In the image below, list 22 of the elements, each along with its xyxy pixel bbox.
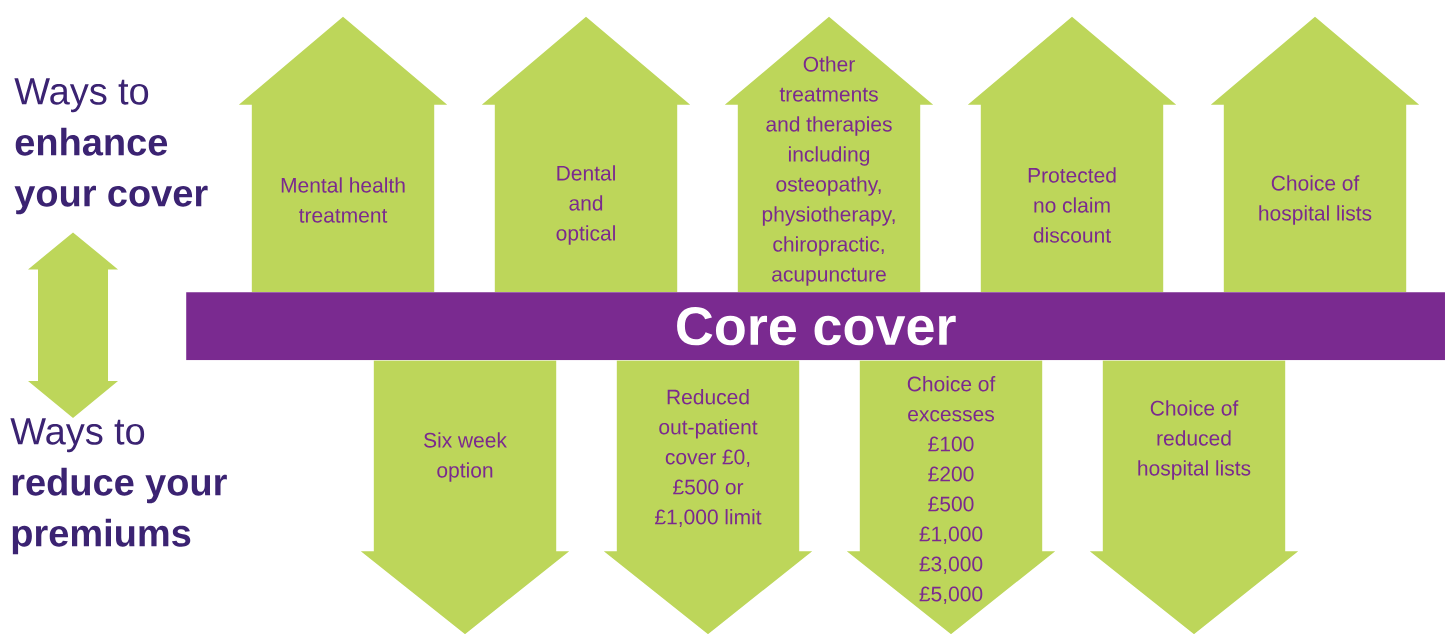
up-arrow <box>481 16 691 292</box>
up-arrow <box>1210 16 1420 292</box>
up-arrow <box>967 16 1177 292</box>
arrow-label: Other treatments and therapies including osteopathy, physiotherapy, chiropractic, acupuncture <box>762 56 895 286</box>
heading-text: Ways to reduce your premiums <box>10 418 227 555</box>
arrow-label: Choice of hospital lists <box>1259 175 1372 225</box>
heading-text: Ways to enhance your cover <box>14 78 208 215</box>
arrow-label: Reduced out-patient cover £0, £500 or £1,000 limit <box>655 389 762 527</box>
arrow-label: Protected no claim discount <box>1028 167 1116 243</box>
arrow-label: Choice of reduced hospital lists <box>1138 400 1251 480</box>
arrow-label: Six week option <box>424 432 507 482</box>
down-arrow <box>360 360 570 634</box>
down-arrow <box>846 360 1056 634</box>
double-arrow <box>28 232 118 418</box>
arrow-label: Dental and optical <box>556 165 615 245</box>
arrow-label: Mental health treatment <box>281 177 405 223</box>
up-arrow <box>238 16 448 292</box>
up-arrow <box>724 16 934 292</box>
banner-bar: Core cover <box>186 292 1445 361</box>
down-arrow <box>603 360 813 634</box>
down-arrow <box>1089 360 1299 634</box>
arrow-label: Choice of excesses £100 £200 £500 £1,000 £3,000 £5,000 <box>907 376 996 604</box>
